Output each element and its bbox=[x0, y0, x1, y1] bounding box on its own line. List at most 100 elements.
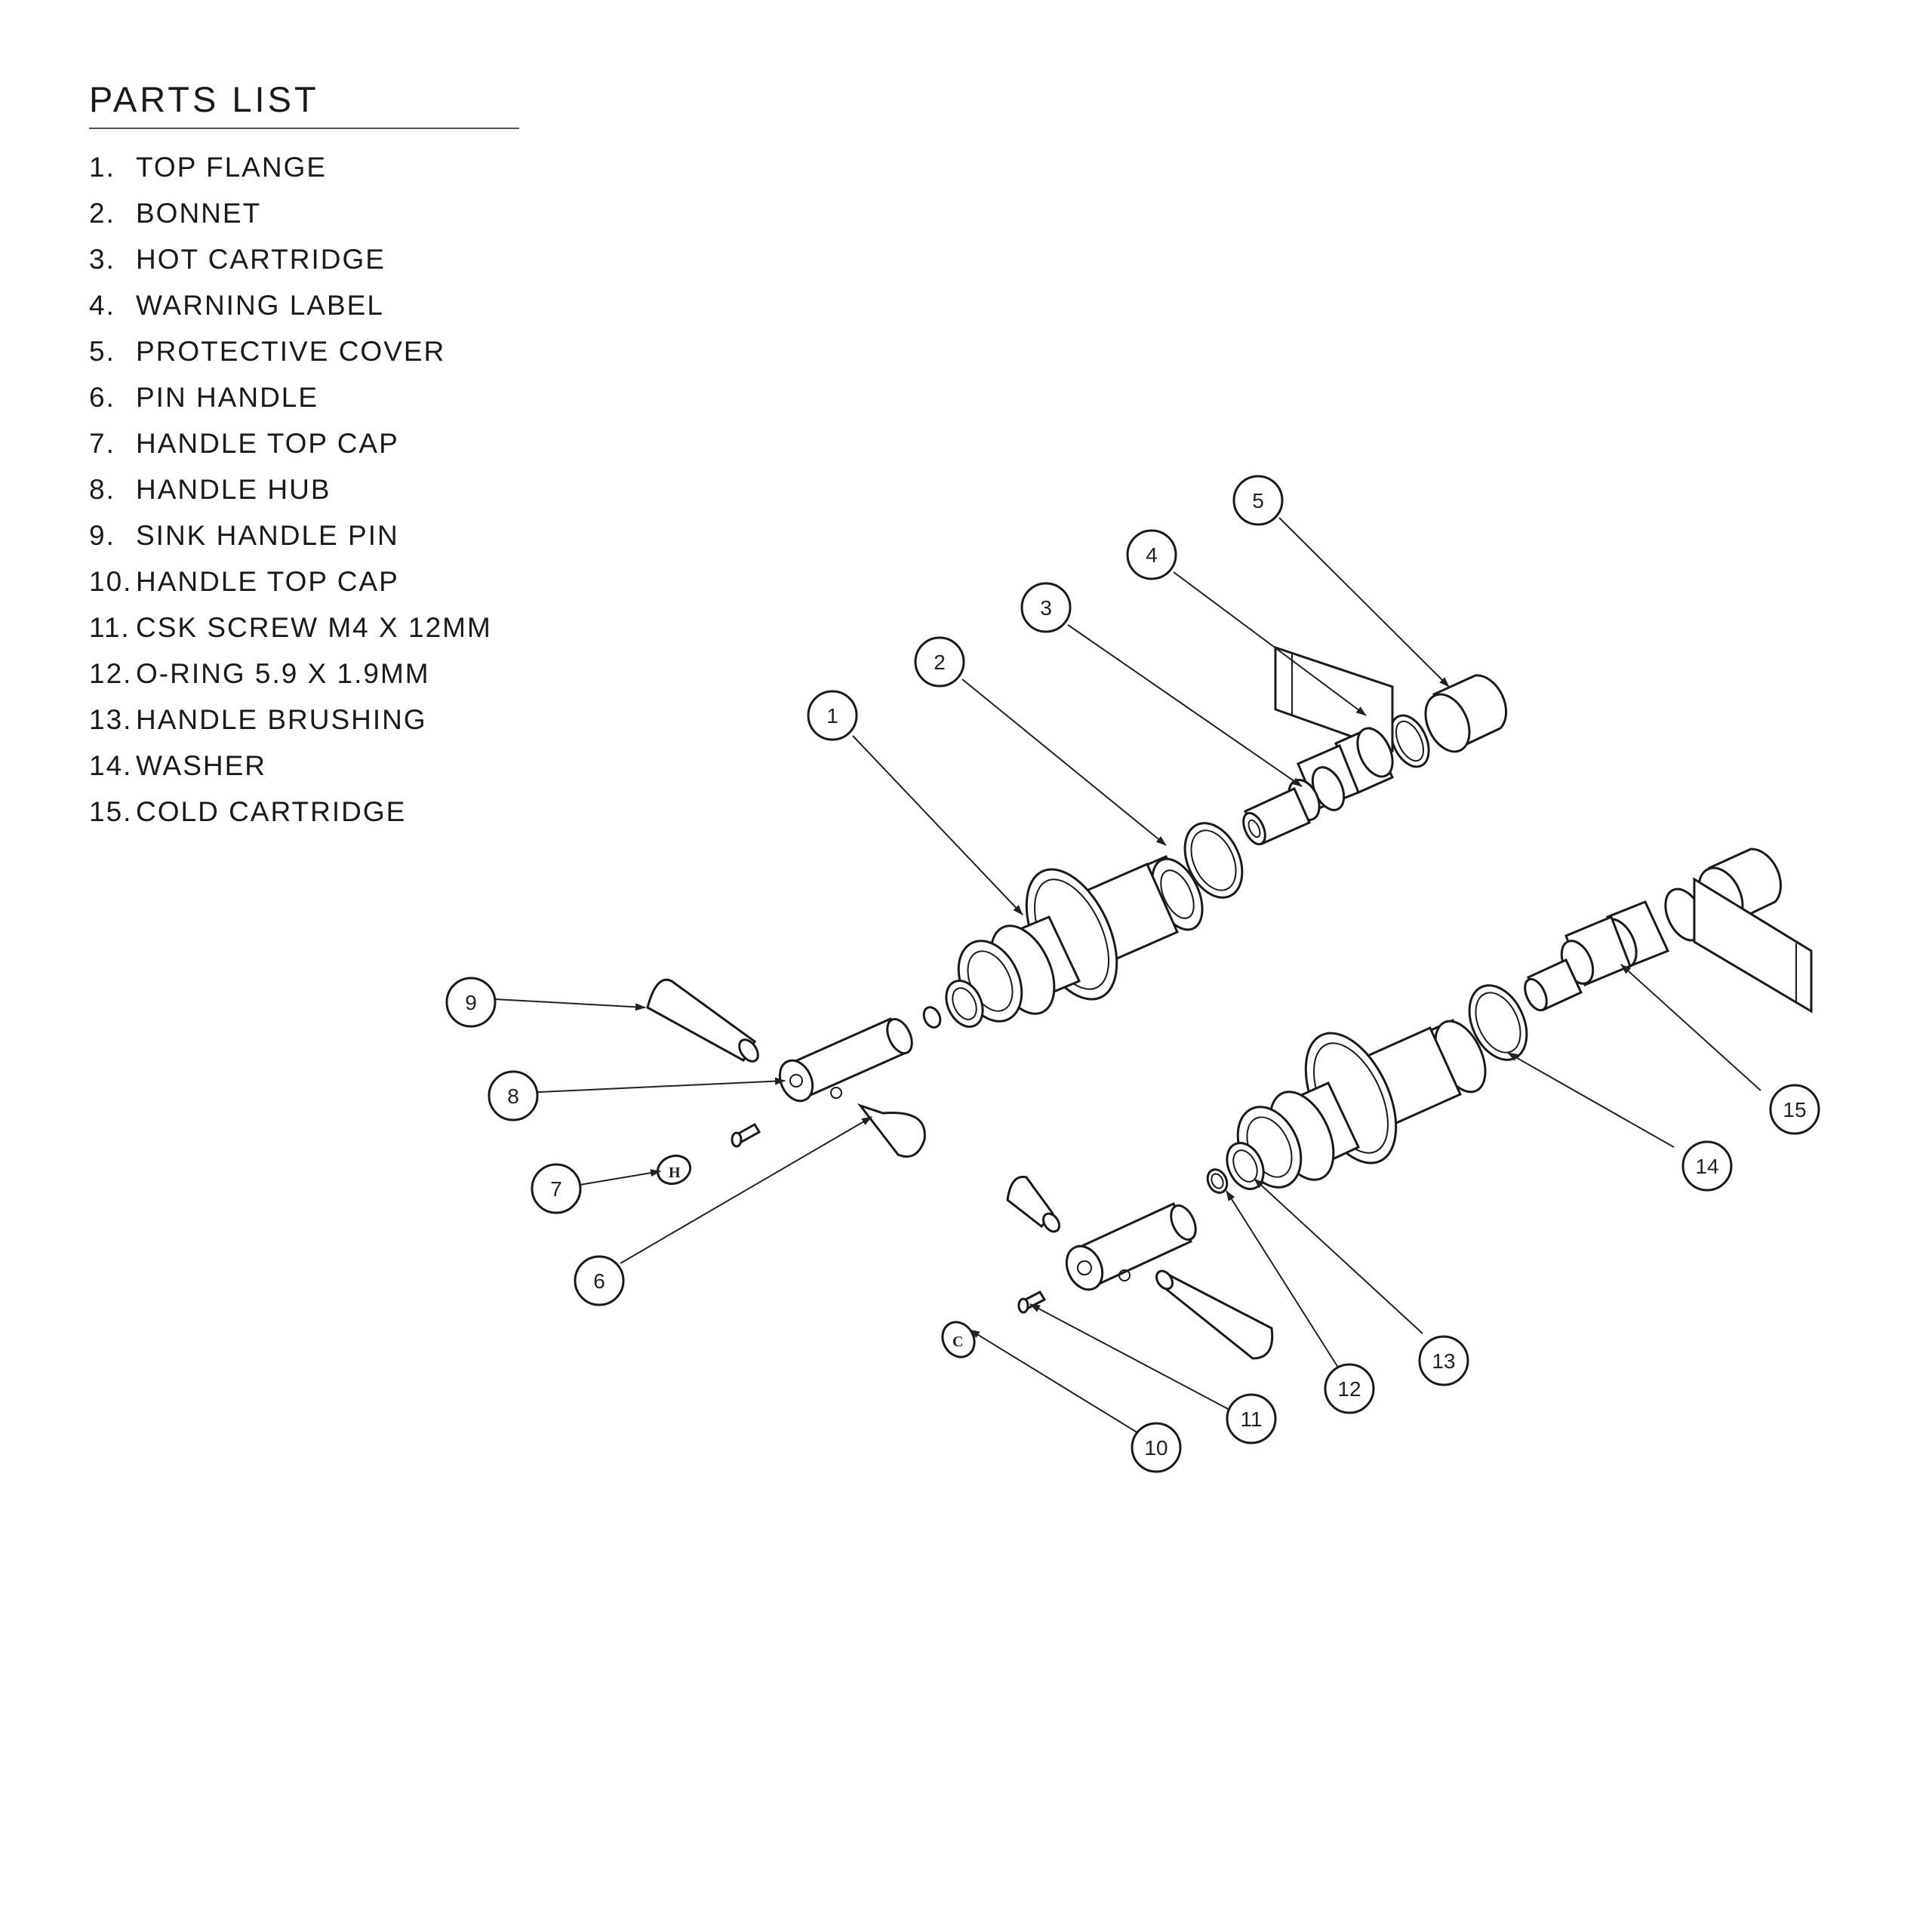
part-name: HANDLE TOP CAP bbox=[136, 566, 399, 597]
callout-14: 14 bbox=[1681, 1140, 1733, 1192]
pin-handle-hot bbox=[857, 1103, 926, 1158]
callout-6-label: 6 bbox=[593, 1269, 605, 1293]
callout-8: 8 bbox=[488, 1070, 539, 1121]
sink-handle-pin-hot bbox=[646, 978, 759, 1063]
callout-7-label: 7 bbox=[550, 1177, 562, 1201]
callout-11: 11 bbox=[1226, 1393, 1277, 1444]
parts-list-item: 5.PROTECTIVE COVER bbox=[89, 328, 519, 374]
parts-list-item: 6. PIN HANDLE bbox=[89, 374, 519, 420]
leader-lines bbox=[494, 517, 1761, 1435]
parts-list-title: PARTS LIST bbox=[89, 78, 519, 129]
callout-5: 5 bbox=[1232, 475, 1284, 526]
warning-label-cold bbox=[1693, 877, 1813, 1014]
cap-marking-hot: H bbox=[669, 1164, 681, 1181]
parts-list-item: 11.CSK SCREW M4 X 12MM bbox=[89, 605, 519, 651]
part-name: HOT CARTRIDGE bbox=[136, 244, 386, 275]
cold-assembly: C bbox=[941, 848, 1813, 1360]
warning-label-hot bbox=[1274, 645, 1394, 753]
callout-2: 2 bbox=[914, 636, 965, 688]
parts-list-item: 1. TOP FLANGE bbox=[89, 144, 519, 190]
part-name: TOP FLANGE bbox=[136, 152, 328, 183]
sink-handle-pin-cold-upper bbox=[1006, 1175, 1060, 1233]
part-name: HANDLE BRUSHING bbox=[136, 704, 427, 735]
callout-3-label: 3 bbox=[1040, 596, 1052, 620]
leader-5 bbox=[1278, 517, 1450, 688]
handle-top-cap-hot: H bbox=[656, 1154, 692, 1186]
callout-13-label: 13 bbox=[1432, 1349, 1455, 1373]
part-name: SINK HANDLE PIN bbox=[136, 520, 399, 551]
protective-cover-hot bbox=[1389, 674, 1508, 768]
callout-9: 9 bbox=[445, 977, 497, 1028]
callout-11-label: 11 bbox=[1240, 1407, 1262, 1431]
callout-5-label: 5 bbox=[1252, 489, 1264, 512]
part-number: 11. bbox=[89, 612, 131, 643]
part-name: PIN HANDLE bbox=[136, 382, 319, 413]
part-number: 3. bbox=[89, 244, 115, 275]
part-number: 7. bbox=[89, 428, 115, 459]
pin-handle-cold bbox=[1155, 1269, 1274, 1360]
parts-list-item: 8. HANDLE HUB bbox=[89, 466, 519, 512]
callout-3: 3 bbox=[1020, 582, 1072, 633]
handle-hub-hot bbox=[778, 1017, 913, 1103]
part-name: HANDLE TOP CAP bbox=[136, 428, 399, 459]
callout-10: 10 bbox=[1131, 1422, 1182, 1473]
handle-bushing-cold bbox=[1206, 1142, 1265, 1194]
callout-7: 7 bbox=[531, 1163, 582, 1214]
leader-8 bbox=[523, 1077, 786, 1094]
callout-10-label: 10 bbox=[1144, 1436, 1168, 1460]
parts-list: 1. TOP FLANGE 2. BONNET 3. HOT CARTRIDGE 4.… bbox=[89, 144, 519, 835]
leader-4 bbox=[1173, 571, 1367, 716]
part-number: 12. bbox=[89, 658, 133, 689]
part-number: 6. bbox=[89, 382, 115, 413]
callout-6: 6 bbox=[574, 1255, 625, 1306]
part-name: HANDLE HUB bbox=[136, 474, 331, 505]
leader-6 bbox=[620, 1116, 872, 1264]
parts-list-item: 3. HOT CARTRIDGE bbox=[89, 236, 519, 282]
parts-list-item: 14.WASHER bbox=[89, 743, 519, 789]
parts-list-item: 7. HANDLE TOP CAP bbox=[89, 420, 519, 466]
leader-7 bbox=[579, 1169, 661, 1186]
parts-list-panel: PARTS LIST 1. TOP FLANGE 2. BONNET 3. HOT C… bbox=[89, 78, 519, 835]
cap-marking-cold: C bbox=[952, 1334, 963, 1350]
callout-13: 13 bbox=[1418, 1335, 1469, 1386]
callout-8-label: 8 bbox=[507, 1084, 519, 1108]
callout-1: 1 bbox=[807, 690, 858, 741]
part-name: CSK SCREW M4 X 12MM bbox=[136, 612, 492, 643]
part-number: 1. bbox=[89, 152, 115, 183]
parts-list-item: 4.WARNING LABEL bbox=[89, 282, 519, 328]
part-number: 10. bbox=[89, 566, 133, 597]
callout-bubbles: 1 2 3 4 5 6 7 8 9 10 11 12 13 14 15 bbox=[445, 475, 1820, 1473]
part-number: 2. bbox=[89, 198, 115, 229]
part-name: O-RING 5.9 X 1.9MM bbox=[136, 658, 430, 689]
leader-14 bbox=[1507, 1052, 1675, 1148]
parts-list-item: 2. BONNET bbox=[89, 190, 519, 236]
parts-list-item: 13.HANDLE BRUSHING bbox=[89, 697, 519, 743]
part-number: 14. bbox=[89, 750, 133, 781]
part-name: WASHER bbox=[136, 750, 267, 781]
callout-4: 4 bbox=[1126, 529, 1177, 580]
parts-list-item: 12.O-RING 5.9 X 1.9MM bbox=[89, 651, 519, 697]
leader-11 bbox=[1029, 1303, 1233, 1412]
callout-1-label: 1 bbox=[826, 704, 838, 728]
part-name: PROTECTIVE COVER bbox=[136, 336, 446, 367]
callout-2-label: 2 bbox=[934, 651, 946, 674]
leader-2 bbox=[961, 678, 1167, 846]
part-number: 8. bbox=[89, 474, 115, 505]
callout-12-label: 12 bbox=[1337, 1377, 1361, 1401]
handle-hub-cold bbox=[1065, 1202, 1197, 1291]
handle-bushing-hot bbox=[922, 980, 984, 1029]
callout-15: 15 bbox=[1769, 1084, 1820, 1135]
screw-cold bbox=[1017, 1291, 1047, 1314]
parts-list-item: 9.SINK HANDLE PIN bbox=[89, 512, 519, 558]
callout-4-label: 4 bbox=[1146, 543, 1158, 567]
leader-12 bbox=[1226, 1190, 1340, 1371]
leader-13 bbox=[1254, 1178, 1423, 1334]
leader-3 bbox=[1067, 624, 1303, 787]
part-name: BONNET bbox=[136, 198, 262, 229]
leader-10 bbox=[969, 1329, 1140, 1435]
callout-15-label: 15 bbox=[1783, 1098, 1806, 1121]
part-name: COLD CARTRIDGE bbox=[136, 796, 407, 827]
cold-cartridge bbox=[1524, 900, 1670, 1012]
leader-15 bbox=[1620, 964, 1761, 1091]
